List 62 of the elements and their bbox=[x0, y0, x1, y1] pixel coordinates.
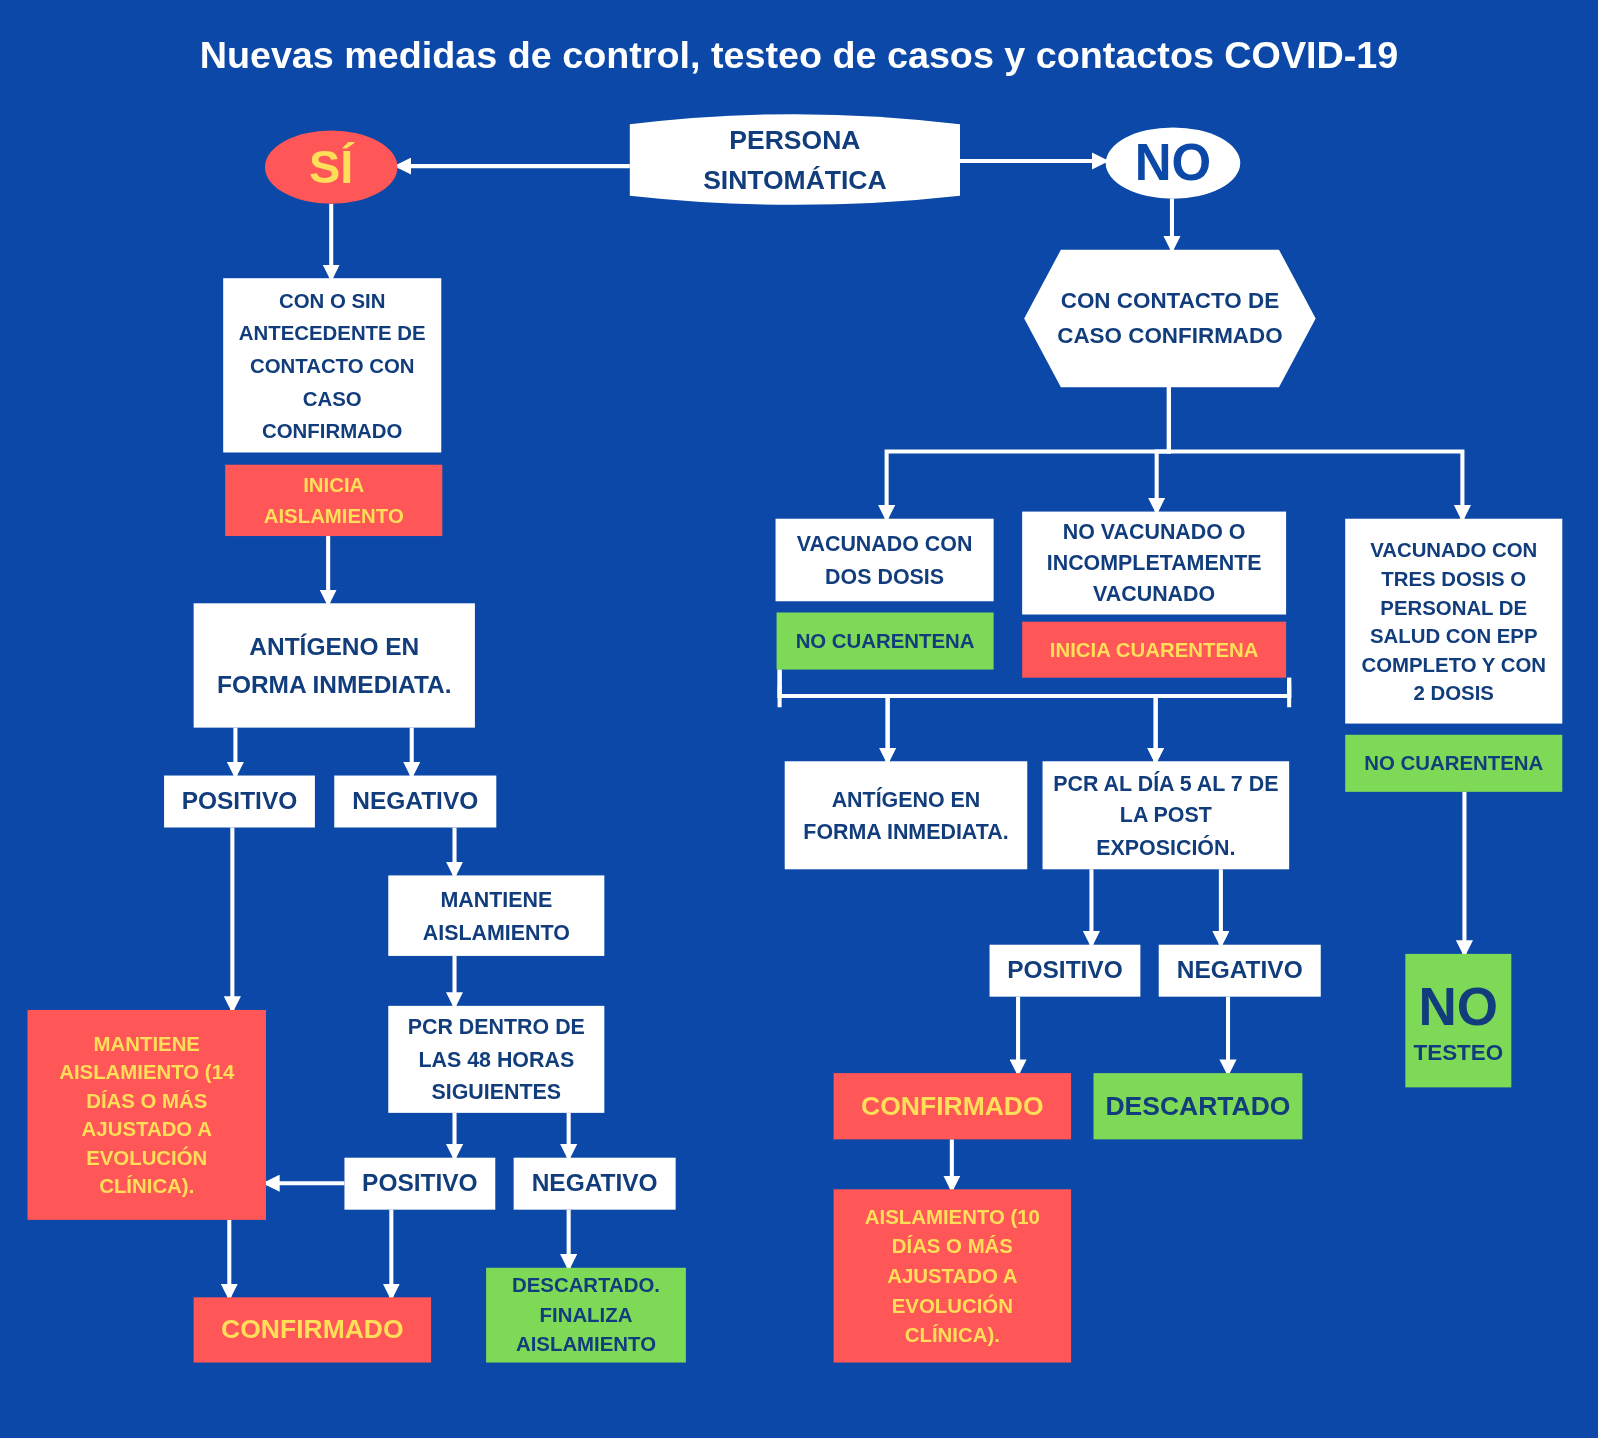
result-box bbox=[1093, 1073, 1303, 1140]
node-text: SÍ bbox=[309, 143, 354, 191]
node-text: NEGATIVO bbox=[531, 1169, 658, 1199]
node-text: NO VACUNADO O INCOMPLETAMENTE VACUNADO bbox=[1045, 518, 1263, 608]
node-text: VACUNADO CON DOS DOSIS bbox=[795, 530, 974, 590]
answer-ellipse bbox=[1105, 127, 1241, 199]
start-banner bbox=[629, 114, 960, 206]
result-box bbox=[776, 612, 994, 670]
node-text: CONFIRMADO bbox=[221, 1314, 404, 1346]
node-text: ANTÍGENO EN FORMA INMEDIATA. bbox=[802, 786, 1010, 845]
node-text: NEGATIVO bbox=[1176, 956, 1303, 986]
node-text: POSITIVO bbox=[181, 786, 298, 817]
node-text: NEGATIVO bbox=[352, 786, 479, 817]
process-box bbox=[513, 1157, 676, 1210]
alert-box bbox=[833, 1189, 1072, 1363]
node-text: AISLAMIENTO (10 DÍAS O MÁS AJUSTADO A EVOLUCIÓN CLÍNICA). bbox=[863, 1204, 1041, 1348]
title: Nuevas medidas de control, testeo de casos y contactos COVID-19 bbox=[198, 34, 1400, 78]
node-text: MANTIENE AISLAMIENTO bbox=[421, 886, 571, 946]
alert-box bbox=[193, 1297, 432, 1363]
node-text: INICIA CUARENTENA bbox=[1049, 637, 1259, 662]
node-text: PERSONA SINTOMÁTICA bbox=[702, 123, 888, 197]
result-box bbox=[1345, 734, 1563, 792]
node-text: CONFIRMADO bbox=[861, 1090, 1044, 1123]
process-box bbox=[388, 875, 605, 956]
process-box bbox=[164, 775, 315, 828]
process-box bbox=[388, 1005, 605, 1113]
process-box bbox=[1158, 944, 1321, 997]
alert-box bbox=[225, 464, 443, 537]
decision-hexagon bbox=[1024, 249, 1316, 388]
answer-ellipse bbox=[264, 130, 398, 204]
node-text: CON O SIN ANTECEDENTE DE CONTACTO CON CASO CONFIRMADO bbox=[237, 287, 427, 444]
process-box bbox=[989, 944, 1141, 997]
node-text: PCR DENTRO DE LAS 48 HORAS SIGUIENTES bbox=[406, 1014, 586, 1105]
result-box bbox=[486, 1267, 686, 1363]
node-text: VACUNADO CON TRES DOSIS O PERSONAL DE SALUD CON EPP COMPLETO Y CON 2 DOSIS bbox=[1360, 537, 1548, 706]
process-box bbox=[1042, 761, 1290, 870]
node-text: ANTÍGENO EN FORMA INMEDIATA. bbox=[215, 631, 453, 701]
node-text: DESCARTADO. FINALIZA AISLAMIENTO bbox=[511, 1272, 661, 1358]
node-text: INICIA AISLAMIENTO bbox=[262, 472, 405, 529]
node-text: NO bbox=[1418, 976, 1499, 1039]
node-text: NO CUARENTENA bbox=[1364, 751, 1544, 776]
node-text: TESTEO bbox=[1413, 1038, 1504, 1066]
process-box bbox=[775, 518, 994, 602]
node-text: MANTIENE AISLAMIENTO (14 DÍAS O MÁS AJUSTADO A EVOLUCIÓN CLÍNICA). bbox=[58, 1031, 236, 1200]
process-box bbox=[193, 603, 475, 728]
alert-box bbox=[833, 1073, 1072, 1140]
node-text: NO CUARENTENA bbox=[795, 628, 975, 654]
alert-box bbox=[1022, 621, 1287, 678]
process-box bbox=[1345, 518, 1563, 724]
process-box bbox=[344, 1157, 496, 1210]
node-text: PCR AL DÍA 5 AL 7 DE LA POST EXPOSICIÓN. bbox=[1052, 770, 1279, 861]
node-text: CON CONTACTO DE CASO CONFIRMADO bbox=[1056, 286, 1284, 350]
result-box bbox=[1405, 953, 1512, 1088]
node-text: NO bbox=[1134, 137, 1212, 189]
alert-box bbox=[27, 1009, 266, 1220]
node-text: POSITIVO bbox=[362, 1169, 478, 1199]
process-box bbox=[223, 278, 442, 453]
process-box bbox=[784, 761, 1028, 870]
node-text: DESCARTADO bbox=[1105, 1090, 1291, 1123]
process-box bbox=[334, 775, 497, 828]
node-text: POSITIVO bbox=[1007, 956, 1123, 986]
process-box bbox=[1022, 511, 1287, 615]
